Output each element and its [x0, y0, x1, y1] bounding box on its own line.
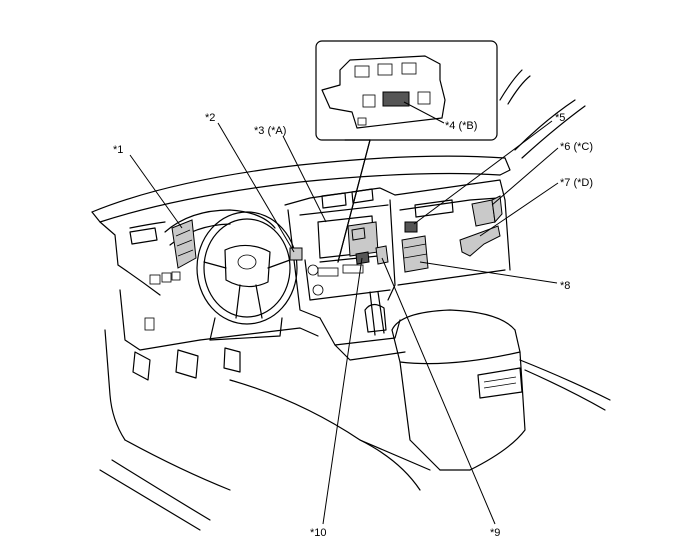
highlighted-parts [171, 195, 503, 273]
part-10-shape [355, 251, 370, 265]
callout-3: *3 (*A) [254, 125, 286, 137]
callout-10: *10 [310, 527, 327, 539]
callout-1: *1 [113, 144, 123, 156]
part-9-shape [375, 245, 389, 265]
callout-5: *5 [555, 112, 565, 124]
part-2-shape [289, 247, 303, 261]
part-8-shape [401, 235, 429, 273]
part-1-shape [171, 219, 197, 269]
part-5-shape [404, 221, 418, 233]
dashboard-outline [91, 69, 611, 531]
callout-9: *9 [490, 527, 500, 539]
callout-2: *2 [205, 112, 215, 124]
callout-6: *6 (*C) [560, 141, 593, 153]
part-6-shape [471, 199, 496, 227]
callout-8: *8 [560, 280, 570, 292]
leader-lines [129, 101, 559, 525]
callout-7: *7 (*D) [560, 177, 593, 189]
inset-detail [315, 40, 498, 263]
callout-labels: *1 *2 *3 (*A) *4 (*B) *5 *6 (*C) *7 (*D)… [113, 112, 593, 539]
part-7-shape [459, 225, 501, 257]
callout-4: *4 (*B) [445, 120, 477, 132]
